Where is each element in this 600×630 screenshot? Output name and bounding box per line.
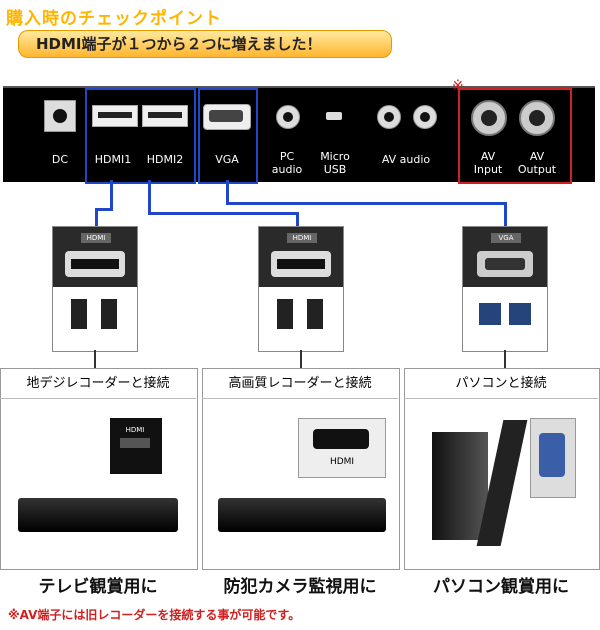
footnote: ※AV端子には旧レコーダーを接続する事が可能です。 xyxy=(8,606,300,623)
cable-card-badge: HDMI xyxy=(81,233,111,243)
cable-card-hdmi-1: HDMI xyxy=(52,226,138,352)
header-subtitle: HDMI端子が１つから２つに増えました！ xyxy=(36,33,322,54)
vga-plugs-icon xyxy=(475,293,535,343)
port-label-micro-usb: Micro USB xyxy=(310,150,360,176)
hdmi-socket-icon xyxy=(65,251,125,277)
port-label-hdmi2: HDMI2 xyxy=(140,153,190,166)
av-audio-left-jack-icon xyxy=(377,105,401,129)
port-label-av-output: AV Output xyxy=(512,150,562,176)
use-case-label: テレビ観賞用に xyxy=(0,572,196,597)
use-case-label: 防犯カメラ監視用に xyxy=(202,572,398,597)
port-label-av-audio: AV audio xyxy=(372,153,440,166)
av-output-jack-icon xyxy=(519,100,555,136)
hdmi-jack-closeup-icon: HDMI xyxy=(110,418,162,474)
av-io-mark: ※ xyxy=(452,78,464,94)
device-hdmi-label: HDMI xyxy=(299,457,385,467)
hdmi-highlight xyxy=(85,88,196,184)
av-audio-right-jack-icon xyxy=(413,105,437,129)
hdmi-port-closeup-icon: HDMI xyxy=(298,418,386,478)
use-case-label: パソコン観賞用に xyxy=(404,572,598,597)
section-title: 高画質レコーダーと接続 xyxy=(202,372,398,391)
port-label-vga: VGA xyxy=(199,153,255,166)
recorder-device-icon xyxy=(18,498,178,532)
pc-tower-icon xyxy=(432,432,488,540)
dvr-device-icon xyxy=(218,498,386,532)
section-title: 地デジレコーダーと接続 xyxy=(0,372,196,391)
pc-audio-jack-icon xyxy=(276,105,300,129)
hdmi-plugs-icon xyxy=(65,293,125,343)
port-label-av-input: AV Input xyxy=(463,150,513,176)
cable-card-badge: VGA xyxy=(491,233,521,243)
hdmi-socket-icon xyxy=(271,251,331,277)
av-input-jack-icon xyxy=(471,100,507,136)
cable-card-badge: HDMI xyxy=(287,233,317,243)
hdmi-plugs-icon xyxy=(271,293,331,343)
vga-port-closeup-icon xyxy=(530,418,576,498)
cable-card-hdmi-2: HDMI xyxy=(258,226,344,352)
device-hdmi-label: HDMI xyxy=(120,426,150,436)
hdmi1-port-icon xyxy=(92,105,138,127)
section-title: パソコンと接続 xyxy=(404,372,598,391)
vga-socket-icon xyxy=(477,251,533,277)
header-title: 購入時のチェックポイント xyxy=(6,4,222,29)
port-label-hdmi1: HDMI1 xyxy=(88,153,138,166)
port-label-dc: DC xyxy=(30,153,90,166)
vga-highlight xyxy=(198,88,258,184)
dc-jack-icon xyxy=(44,100,76,132)
cable-card-vga: VGA xyxy=(462,226,548,352)
hdmi2-port-icon xyxy=(142,105,188,127)
port-label-pc-audio: PC audio xyxy=(262,150,312,176)
vga-port-icon xyxy=(203,104,251,130)
micro-usb-port-icon xyxy=(326,112,342,120)
